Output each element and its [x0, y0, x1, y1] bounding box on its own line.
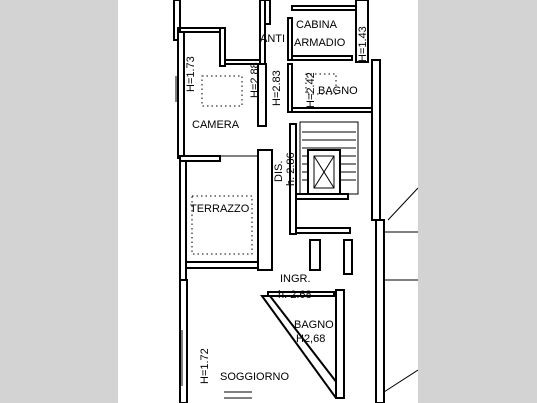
wall-camera-top-right — [219, 27, 226, 67]
wall-left-soggiorno — [179, 279, 188, 403]
label-terrazzo: TERRAZZO — [190, 203, 250, 215]
label-ingr-height: h. 2.68 — [278, 289, 312, 301]
label-h-288: H=2.88 — [249, 62, 261, 98]
elevator-car — [313, 155, 335, 189]
label-anti: ANTI — [260, 33, 285, 45]
label-camera: CAMERA — [192, 119, 240, 131]
wall-bagno-bottom — [291, 107, 373, 113]
wall-anti-right — [287, 17, 293, 61]
wall-ingr-stub — [309, 239, 321, 271]
wall-right-top — [355, 0, 369, 63]
label-h-camera: H=1.73 — [185, 56, 197, 92]
wall-right — [371, 59, 381, 221]
label-bagno-lower: BAGNO — [294, 319, 334, 331]
wall-dis-left — [289, 123, 297, 235]
label-h-242: H=2.42 — [305, 72, 317, 108]
outer-diagonal-low — [383, 369, 418, 393]
wall-right-lower — [375, 219, 385, 403]
wall-camera-top — [179, 27, 221, 33]
label-bagno-lower-height: H2,68 — [296, 333, 325, 345]
wall-ingr-top — [295, 227, 351, 234]
label-h-cabina: H=1.43 — [357, 26, 369, 62]
ceiling-mark-terrazzo — [191, 195, 253, 255]
ceiling-mark-camera — [201, 75, 243, 107]
label-dis: DIS. — [273, 161, 285, 182]
wall-cabina-top — [291, 5, 357, 11]
wall-terrazzo-right — [257, 149, 273, 271]
label-h-soggiorno: H=1.72 — [199, 348, 211, 384]
label-soggiorno: SOGGIORNO — [220, 371, 290, 383]
wall-cabina-bottom — [291, 55, 353, 61]
label-ingr: INGR. — [280, 273, 311, 285]
wall-ingr-right — [343, 239, 353, 275]
stairwell — [299, 121, 359, 195]
wall-camera-bottom — [179, 155, 221, 162]
wall-camera-right — [257, 63, 267, 127]
wall-bagno-left — [287, 63, 293, 113]
wall-terrazzo-bottom — [185, 261, 259, 269]
floor-plan-sheet: CABINA ARMADIO ANTI BAGNO CAMERA TERRAZZ… — [118, 0, 418, 403]
ceiling-mark-bagno — [305, 73, 337, 95]
wall-anti-top — [264, 0, 271, 25]
label-h-dis: h. 2.86 — [285, 152, 297, 186]
openings — [175, 76, 258, 399]
wall-bagno-lower-right — [335, 289, 345, 399]
floor-plan: CABINA ARMADIO ANTI BAGNO CAMERA TERRAZZ… — [173, 0, 418, 403]
label-bagno-top: BAGNO — [318, 85, 358, 97]
label-h-283: H=2.83 — [271, 70, 283, 106]
wall-bagno-lower-top — [267, 291, 335, 297]
outer-diagonal — [387, 187, 418, 221]
label-cabina: CABINA — [296, 19, 338, 31]
walls — [173, 0, 418, 403]
label-armadio: ARMADIO — [294, 37, 346, 49]
wall-left-camera — [177, 27, 185, 159]
